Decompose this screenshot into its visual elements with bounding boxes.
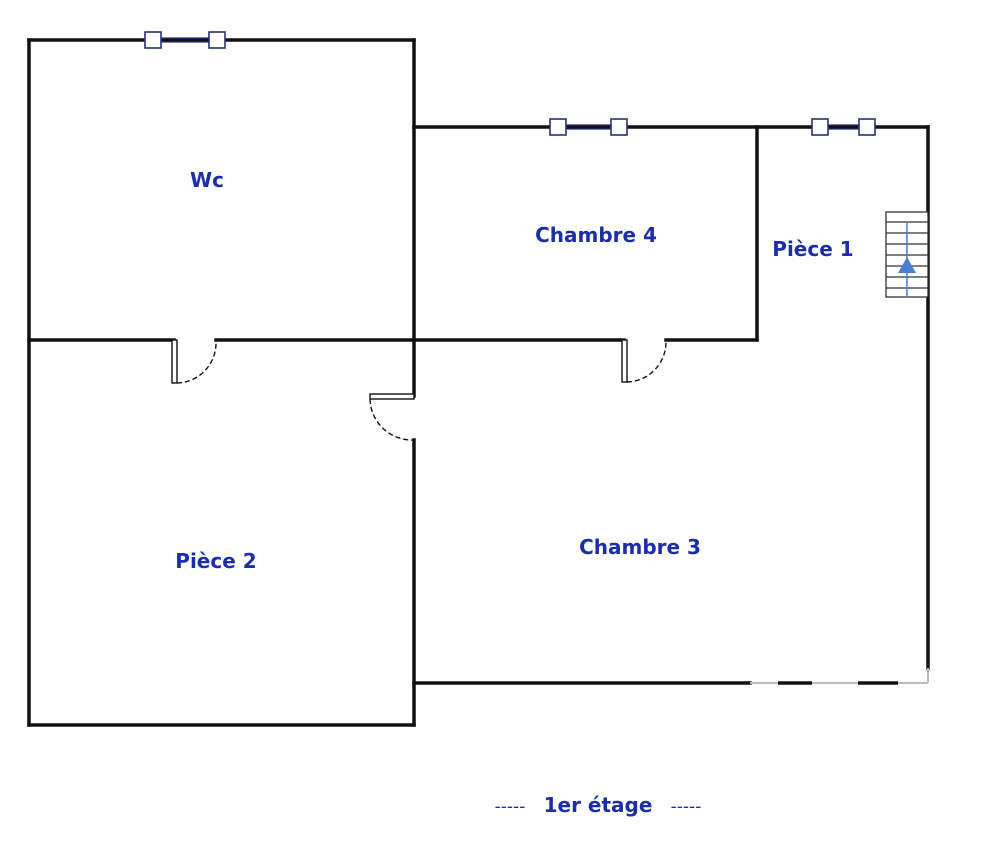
floor-name: 1er étage bbox=[544, 793, 653, 817]
room-label-wc: Wc bbox=[190, 168, 224, 192]
floor-legend: ----- 1er étage ----- bbox=[495, 793, 702, 817]
floor-dash-right: ----- bbox=[671, 797, 702, 817]
window-icon bbox=[144, 31, 226, 49]
window-icon bbox=[549, 118, 628, 136]
door-swing-icon bbox=[171, 339, 217, 384]
walls bbox=[27, 38, 930, 727]
room-label-chambre-4: Chambre 4 bbox=[535, 223, 657, 247]
room-label-piece-2: Pièce 2 bbox=[175, 549, 256, 573]
stairs-up-arrow-icon bbox=[885, 211, 929, 298]
floor-dash-left: ----- bbox=[495, 797, 526, 817]
door-swing-icon bbox=[621, 339, 667, 383]
window-icon bbox=[811, 118, 876, 136]
bottom-opening bbox=[750, 668, 929, 685]
room-label-chambre-3: Chambre 3 bbox=[579, 535, 701, 559]
room-label-piece-1: Pièce 1 bbox=[772, 237, 853, 261]
door-swing-icon bbox=[369, 393, 415, 441]
